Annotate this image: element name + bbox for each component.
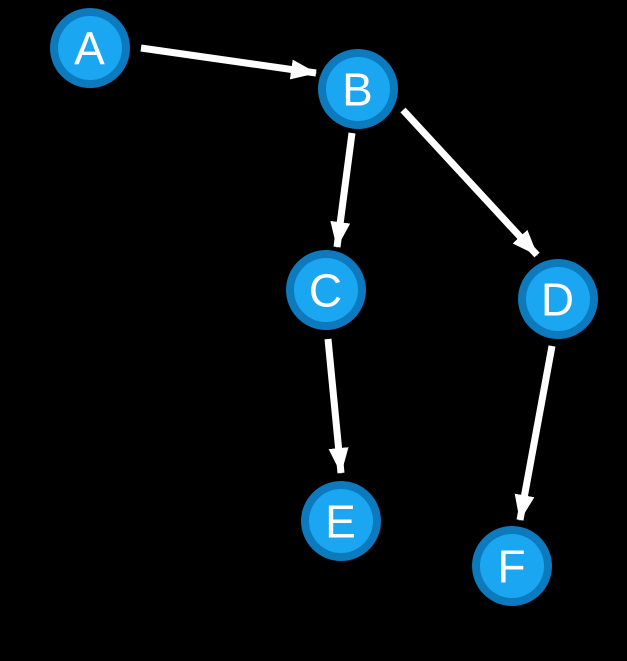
node-E-label: E bbox=[325, 496, 357, 548]
node-D-fill bbox=[526, 267, 590, 331]
edge-A-B bbox=[140, 44, 317, 80]
edge-C-E bbox=[324, 338, 349, 474]
node-E[interactable]: E bbox=[301, 481, 381, 561]
node-B-fill bbox=[326, 57, 390, 121]
node-C[interactable]: C bbox=[286, 250, 366, 330]
node-F-fill bbox=[480, 534, 544, 598]
node-E-fill bbox=[309, 489, 373, 553]
node-B[interactable]: B bbox=[318, 49, 398, 129]
node-D-label: D bbox=[541, 274, 575, 326]
edge-B-D bbox=[400, 107, 540, 258]
node-C-fill bbox=[294, 258, 358, 322]
node-A-label: A bbox=[74, 23, 106, 75]
node-A[interactable]: A bbox=[50, 8, 130, 88]
node-C-label: C bbox=[309, 265, 343, 317]
node-B-label: B bbox=[342, 64, 374, 116]
node-F-label: F bbox=[497, 541, 526, 593]
edge-D-F bbox=[514, 345, 556, 521]
edge-B-C bbox=[330, 132, 356, 248]
node-A-fill bbox=[58, 16, 122, 80]
node-F[interactable]: F bbox=[472, 526, 552, 606]
node-D[interactable]: D bbox=[518, 259, 598, 339]
